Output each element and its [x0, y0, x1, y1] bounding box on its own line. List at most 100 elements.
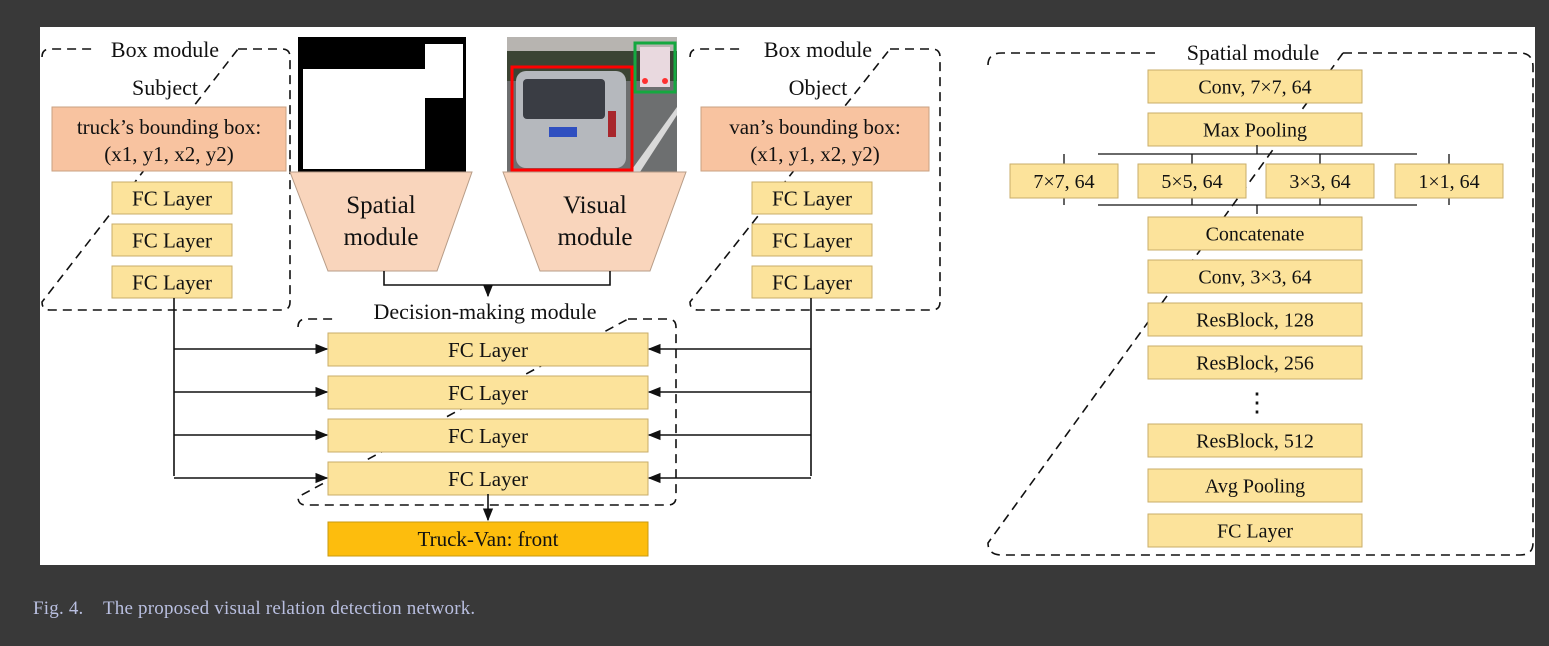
output-label: Truck-Van: front: [418, 527, 559, 551]
spatial-detail-title: Spatial module: [1187, 40, 1320, 65]
spatial-bottom-layer-label: Conv, 3×3, 64: [1198, 267, 1311, 289]
subject-fc-layer: FC Layer: [111, 265, 233, 299]
spatial-final-layer-box: [1147, 423, 1363, 458]
spatial-final-layer-box: [1147, 468, 1363, 503]
object-fc-layer-label: FC Layer: [772, 270, 852, 294]
subject-fc-layer: FC Layer: [111, 223, 233, 257]
spatial-final-layer: Avg Pooling: [1147, 468, 1363, 503]
subject-bbox-overlay: [510, 65, 634, 172]
ellipsis-icon: ⋮: [1244, 388, 1270, 417]
decision-fc-layer-label: FC Layer: [448, 338, 528, 362]
object-fc-layer: FC Layer: [751, 223, 873, 257]
spatial-branch-layer-label: 5×5, 64: [1161, 171, 1222, 193]
subject-box-module: Box module Subject truck’s bounding box:…: [41, 37, 291, 476]
decision-fc-layers: FC Layer FC Layer FC Layer FC Layer: [174, 332, 811, 496]
network-diagram: Box module Subject truck’s bounding box:…: [41, 37, 1534, 557]
spatial-final-layer: FC Layer: [1147, 513, 1363, 548]
visual-module-label-line2: module: [558, 224, 633, 251]
spatial-branch-layer-box: [1265, 163, 1375, 199]
spatial-mask-region-subject: [303, 69, 425, 169]
object-bbox-box: [700, 106, 930, 172]
spatial-branch-layer-label: 3×3, 64: [1289, 171, 1350, 193]
spatial-mask-region-object: [425, 44, 463, 98]
spatial-top-layer: Max Pooling: [1147, 112, 1363, 147]
spatial-branch-layer: 7×7, 64: [1009, 163, 1119, 199]
merge-connector: [383, 271, 611, 286]
spatial-branch-layer: 1×1, 64: [1394, 163, 1504, 199]
spatial-bottom-layer-label: ResBlock, 256: [1196, 353, 1314, 375]
object-fc-layer: FC Layer: [751, 181, 873, 215]
decision-fc-layer-label: FC Layer: [448, 424, 528, 448]
subject-bbox-line2: (x1, y1, x2, y2): [104, 142, 234, 166]
spatial-branch-layer: 3×3, 64: [1265, 163, 1375, 199]
decision-fc-layer: FC Layer: [327, 418, 649, 453]
subject-module-title: Box module: [111, 37, 219, 62]
spatial-final-layer-label: Avg Pooling: [1205, 476, 1305, 498]
spatial-final-layer-label: ResBlock, 512: [1196, 431, 1314, 453]
spatial-branch-layer-box: [1394, 163, 1504, 199]
decision-fc-layer-label: FC Layer: [448, 381, 528, 405]
object-fc-layers: FC Layer FC Layer FC Layer: [751, 181, 873, 299]
spatial-bottom-layer: Conv, 3×3, 64: [1147, 259, 1363, 294]
spatial-top-layer-label: Max Pooling: [1203, 120, 1307, 142]
spatial-detail-border: [987, 52, 1534, 556]
subject-module-border: [41, 48, 291, 311]
subject-fc-layer-box: [111, 223, 233, 257]
spatial-bottom-layer-box: [1147, 302, 1363, 337]
spatial-bottom-layer-box: [1147, 216, 1363, 251]
decision-module-border: [297, 318, 677, 506]
spatial-branch-layer-box: [1137, 163, 1247, 199]
spatial-top-layer-box: [1147, 112, 1363, 147]
spatial-branch-layer-label: 7×7, 64: [1033, 171, 1094, 193]
decision-fc-layer-box: [327, 375, 649, 410]
spatial-top-layer-label: Conv, 7×7, 64: [1198, 77, 1311, 99]
spatial-input: Spatial module: [289, 37, 473, 272]
figure-caption: Fig. 4. The proposed visual relation det…: [33, 598, 475, 620]
object-fc-layer-box: [751, 265, 873, 299]
object-fc-layer-label: FC Layer: [772, 186, 852, 210]
subject-fc-layer: FC Layer: [111, 181, 233, 215]
spatial-branch-layers: 7×7, 64 5×5, 64 3×3, 64 1×1, 64: [1009, 154, 1504, 205]
spatial-bottom-layer-box: [1147, 259, 1363, 294]
decision-fc-layer: FC Layer: [327, 332, 649, 367]
spatial-top-layer: Conv, 7×7, 64: [1147, 69, 1363, 104]
spatial-bottom-layer-label: ResBlock, 128: [1196, 310, 1314, 332]
object-role-label: Object: [789, 75, 848, 100]
subject-fc-layer-box: [111, 265, 233, 299]
subject-fc-layer-label: FC Layer: [132, 186, 212, 210]
caption-label: Fig. 4.: [33, 598, 84, 619]
spatial-module-label-line2: module: [344, 224, 419, 251]
branch-connectors: [1098, 145, 1417, 214]
visual-module-label-line1: Visual: [563, 192, 627, 219]
object-box-module: Box module Object van’s bounding box: (x…: [689, 37, 941, 476]
object-bbox-overlay: [633, 41, 677, 94]
object-fc-layer-label: FC Layer: [772, 228, 852, 252]
spatial-module-trapezoid: [289, 171, 473, 272]
spatial-bottom-layer: ResBlock, 128: [1147, 302, 1363, 337]
decision-fc-layer-label: FC Layer: [448, 467, 528, 491]
spatial-top-layer-box: [1147, 69, 1363, 104]
visual-module-trapezoid: [502, 171, 687, 272]
object-fc-layer-box: [751, 223, 873, 257]
output-box: [327, 521, 649, 557]
decision-fc-layer: FC Layer: [327, 461, 649, 496]
subject-bbox-box: [51, 106, 287, 172]
object-fc-layer: FC Layer: [751, 265, 873, 299]
subject-role-label: Subject: [132, 75, 198, 100]
figure-panel: Box module Subject truck’s bounding box:…: [40, 27, 1535, 565]
object-module-title: Box module: [764, 37, 872, 62]
spatial-bottom-layer-box: [1147, 345, 1363, 380]
decision-fc-layer: FC Layer: [327, 375, 649, 410]
decision-module-title: Decision-making module: [373, 299, 596, 324]
object-bbox-line2: (x1, y1, x2, y2): [750, 142, 880, 166]
spatial-final-layer: ResBlock, 512: [1147, 423, 1363, 458]
caption-text: The proposed visual relation detection n…: [102, 598, 476, 619]
subject-fc-layer-label: FC Layer: [132, 270, 212, 294]
spatial-bottom-layer: ResBlock, 256: [1147, 345, 1363, 380]
spatial-branch-layer-box: [1009, 163, 1119, 199]
spatial-final-layer-label: FC Layer: [1217, 521, 1293, 543]
subject-fc-layers: FC Layer FC Layer FC Layer: [111, 181, 233, 299]
